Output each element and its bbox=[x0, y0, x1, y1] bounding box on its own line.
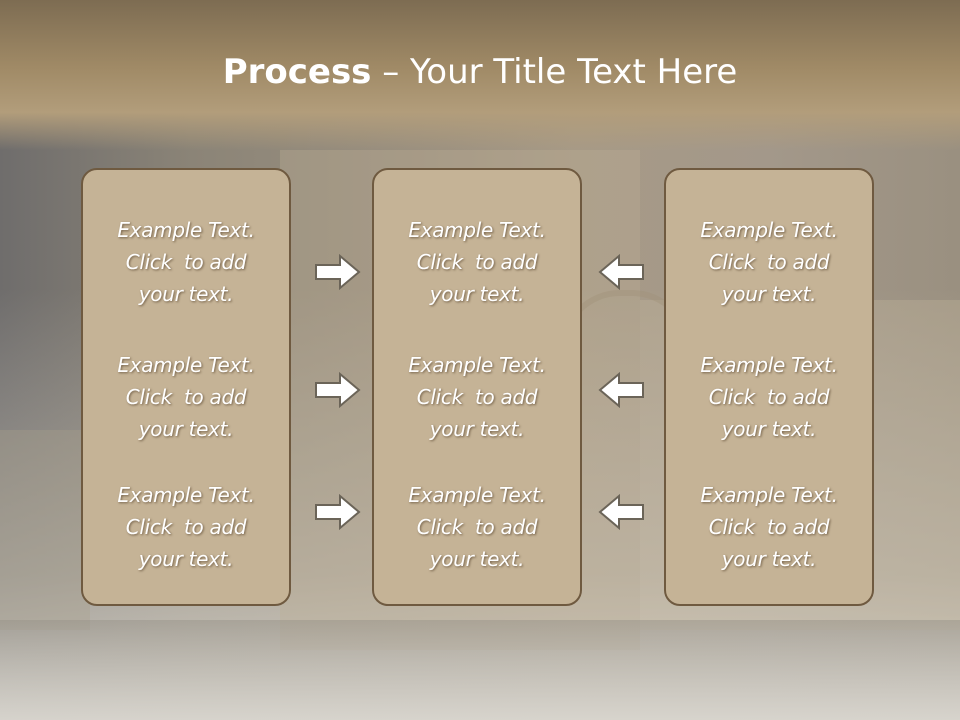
text-line: Click to add bbox=[708, 250, 830, 274]
arrow-right-icon[interactable] bbox=[314, 254, 362, 290]
panel-text-block[interactable]: Example Text. Click to add your text. bbox=[83, 349, 289, 445]
text-line: your text. bbox=[429, 417, 525, 441]
text-line: your text. bbox=[138, 282, 234, 306]
text-line: Click to add bbox=[416, 385, 538, 409]
text-line: Example Text. bbox=[117, 483, 255, 507]
process-panel-2[interactable]: Example Text. Click to add your text. Ex… bbox=[372, 168, 582, 606]
panel-text-block[interactable]: Example Text. Click to add your text. bbox=[83, 479, 289, 575]
text-line: Example Text. bbox=[117, 353, 255, 377]
text-line: Example Text. bbox=[408, 483, 546, 507]
text-line: your text. bbox=[721, 417, 817, 441]
building-shape bbox=[0, 430, 90, 630]
title-bar: Process – Your Title Text Here bbox=[0, 0, 960, 150]
panel-text-block[interactable]: Example Text. Click to add your text. bbox=[374, 214, 580, 310]
arrow-right-icon[interactable] bbox=[314, 494, 362, 530]
text-line: Example Text. bbox=[700, 353, 838, 377]
arrow-left-icon[interactable] bbox=[597, 494, 645, 530]
text-line: Click to add bbox=[416, 515, 538, 539]
text-line: Example Text. bbox=[117, 218, 255, 242]
text-line: Example Text. bbox=[700, 483, 838, 507]
slide-title[interactable]: Process – Your Title Text Here bbox=[0, 52, 960, 92]
text-line: Example Text. bbox=[700, 218, 838, 242]
panel-text-block[interactable]: Example Text. Click to add your text. bbox=[374, 349, 580, 445]
panel-text-block[interactable]: Example Text. Click to add your text. bbox=[666, 349, 872, 445]
process-panel-1[interactable]: Example Text. Click to add your text. Ex… bbox=[81, 168, 291, 606]
text-line: Click to add bbox=[708, 515, 830, 539]
text-line: Click to add bbox=[125, 515, 247, 539]
arrow-left-icon[interactable] bbox=[597, 372, 645, 408]
text-line: your text. bbox=[721, 282, 817, 306]
arrow-right-icon[interactable] bbox=[314, 372, 362, 408]
panel-text-block[interactable]: Example Text. Click to add your text. bbox=[666, 479, 872, 575]
title-bold-text: Process bbox=[222, 52, 372, 92]
text-line: your text. bbox=[721, 547, 817, 571]
text-line: Example Text. bbox=[408, 353, 546, 377]
text-line: your text. bbox=[138, 417, 234, 441]
panel-text-block[interactable]: Example Text. Click to add your text. bbox=[666, 214, 872, 310]
text-line: your text. bbox=[429, 547, 525, 571]
text-line: your text. bbox=[429, 282, 525, 306]
text-line: your text. bbox=[138, 547, 234, 571]
text-line: Click to add bbox=[125, 385, 247, 409]
arrow-left-icon[interactable] bbox=[597, 254, 645, 290]
panel-text-block[interactable]: Example Text. Click to add your text. bbox=[83, 214, 289, 310]
title-rest-text: – Your Title Text Here bbox=[371, 52, 738, 92]
text-line: Click to add bbox=[416, 250, 538, 274]
text-line: Click to add bbox=[708, 385, 830, 409]
text-line: Example Text. bbox=[408, 218, 546, 242]
text-line: Click to add bbox=[125, 250, 247, 274]
panel-text-block[interactable]: Example Text. Click to add your text. bbox=[374, 479, 580, 575]
street bbox=[0, 620, 960, 720]
process-panel-3[interactable]: Example Text. Click to add your text. Ex… bbox=[664, 168, 874, 606]
